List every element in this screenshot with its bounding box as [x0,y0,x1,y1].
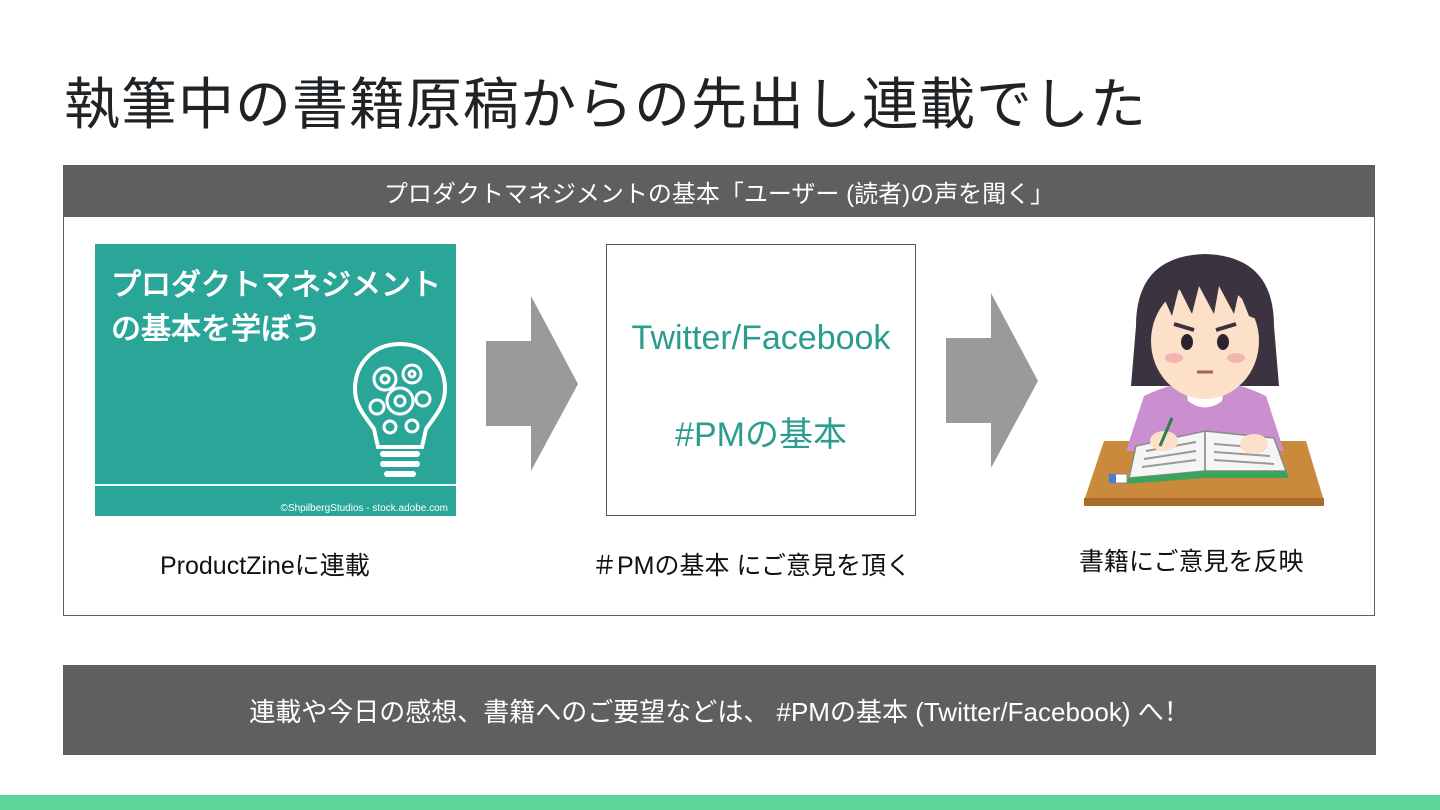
productzine-thumbnail: プロダクトマネジメントの基本を学ぼう ©ShpilbergStudios - s… [95,244,456,516]
call-to-action-bar: 連載や今日の感想、書籍へのご要望などは、 #PMの基本 (Twitter/Fac… [63,665,1376,755]
panel-header: プロダクトマネジメントの基本「ユーザー (読者)の声を聞く」 [64,166,1374,217]
slide-title: 執筆中の書籍原稿からの先出し連載でした [64,73,1147,138]
right-arrow-icon [486,296,578,471]
social-box: Twitter/Facebook #PMの基本 [606,244,916,516]
thumbnail-credit: ©ShpilbergStudios - stock.adobe.com [280,503,448,514]
thumbnail-title: プロダクトマネジメントの基本を学ぼう [111,268,441,347]
studying-girl-illustration [1084,254,1324,506]
right-arrow-icon [946,293,1038,468]
social-platforms: Twitter/Facebook [631,319,891,357]
caption-right: 書籍にご意見を反映 [1079,548,1304,576]
hashtag: #PMの基本 [675,416,847,454]
flow-panel: プロダクトマネジメントの基本「ユーザー (読者)の声を聞く」 プロダクトマネジメ… [63,165,1375,616]
footer-strip [0,795,1440,810]
caption-left: ProductZineに連載 [160,552,370,580]
thumbnail-divider [95,484,456,486]
lightbulb-gears-icon [352,341,448,477]
caption-center: ＃PMの基本 にご意見を頂く [592,552,911,580]
